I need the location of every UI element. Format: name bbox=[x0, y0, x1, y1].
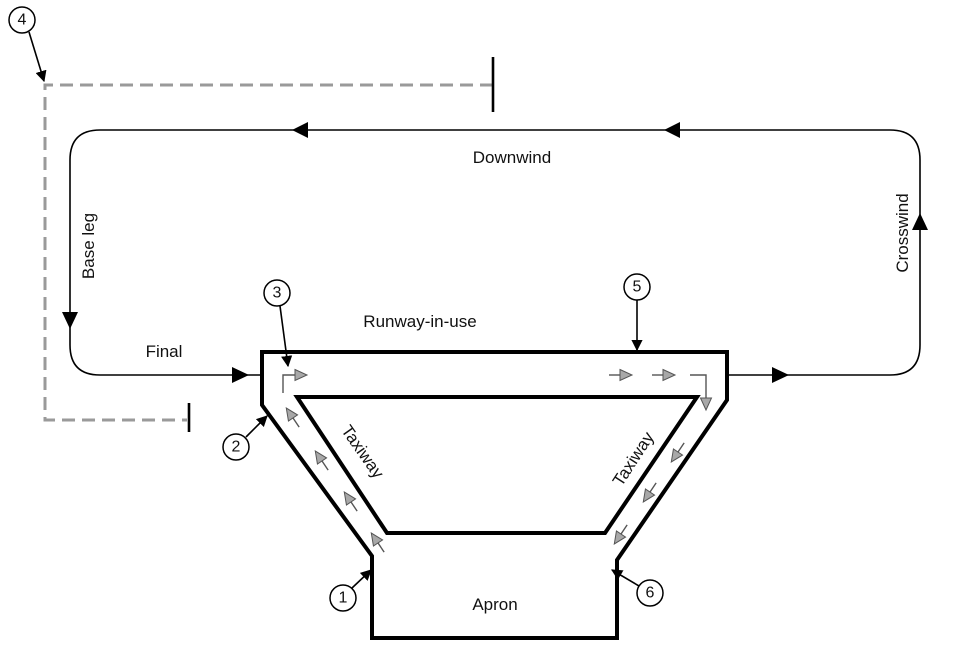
taxiway-inner-boundary bbox=[293, 395, 701, 535]
callout-2-circle bbox=[222, 433, 250, 461]
runway-arrow-1 bbox=[608, 368, 633, 382]
runway-turn-arrow-left-head bbox=[294, 368, 309, 382]
callout-1-pointer bbox=[351, 569, 372, 589]
runway-turn-arrow-right-shaft bbox=[690, 374, 707, 398]
callout-3-number: 3 bbox=[273, 285, 282, 302]
callout-3: 3 bbox=[263, 279, 293, 368]
downwind-arrow-right bbox=[664, 122, 680, 138]
label-apron: Apron bbox=[472, 595, 517, 614]
runway-arrow-2 bbox=[651, 368, 676, 382]
left-taxiway-arrow-3 bbox=[310, 447, 334, 474]
callout-4-pointer bbox=[28, 31, 47, 83]
base-leg-arrow bbox=[62, 312, 78, 329]
callout-3-circle bbox=[263, 279, 291, 307]
runway-turn-arrow-right-head bbox=[699, 397, 713, 412]
runway-taxiway-apron-outline bbox=[260, 350, 729, 640]
upwind-arrow bbox=[772, 367, 789, 383]
callout-4-number: 4 bbox=[18, 12, 27, 29]
callout-5-circle bbox=[623, 273, 651, 301]
callout-3-pointer bbox=[279, 305, 293, 368]
callout-1: 1 bbox=[329, 569, 372, 612]
label-final: Final bbox=[146, 342, 183, 361]
callout-6-circle bbox=[636, 579, 664, 607]
crosswind-arrow bbox=[912, 213, 928, 230]
callout-4-circle bbox=[8, 6, 36, 34]
callout-5: 5 bbox=[623, 273, 651, 352]
callout-5-number: 5 bbox=[633, 279, 642, 296]
callout-6-number: 6 bbox=[646, 585, 655, 602]
left-taxiway-arrow-4 bbox=[281, 404, 305, 431]
runway-turn-arrow-left-shaft bbox=[282, 374, 296, 393]
dashed-route bbox=[43, 83, 493, 422]
traffic-circuit-line bbox=[69, 129, 921, 376]
callout-1-circle bbox=[329, 584, 357, 612]
final-arrow bbox=[232, 367, 249, 383]
downwind-arrow-left bbox=[292, 122, 308, 138]
label-runway-in-use: Runway-in-use bbox=[363, 312, 476, 331]
callout-2-pointer bbox=[245, 415, 268, 438]
callout-6: 6 bbox=[611, 569, 664, 607]
label-base-leg: Base leg bbox=[79, 213, 98, 279]
label-downwind: Downwind bbox=[473, 148, 551, 167]
callout-6-pointer bbox=[611, 569, 640, 587]
label-taxiway-left: Taxiway bbox=[337, 422, 388, 483]
label-crosswind: Crosswind bbox=[893, 193, 912, 272]
callout-4: 4 bbox=[8, 6, 47, 83]
callout-2: 2 bbox=[222, 415, 268, 461]
label-taxiway-right: Taxiway bbox=[609, 428, 658, 489]
callout-2-number: 2 bbox=[232, 439, 241, 456]
callout-1-number: 1 bbox=[339, 590, 348, 607]
